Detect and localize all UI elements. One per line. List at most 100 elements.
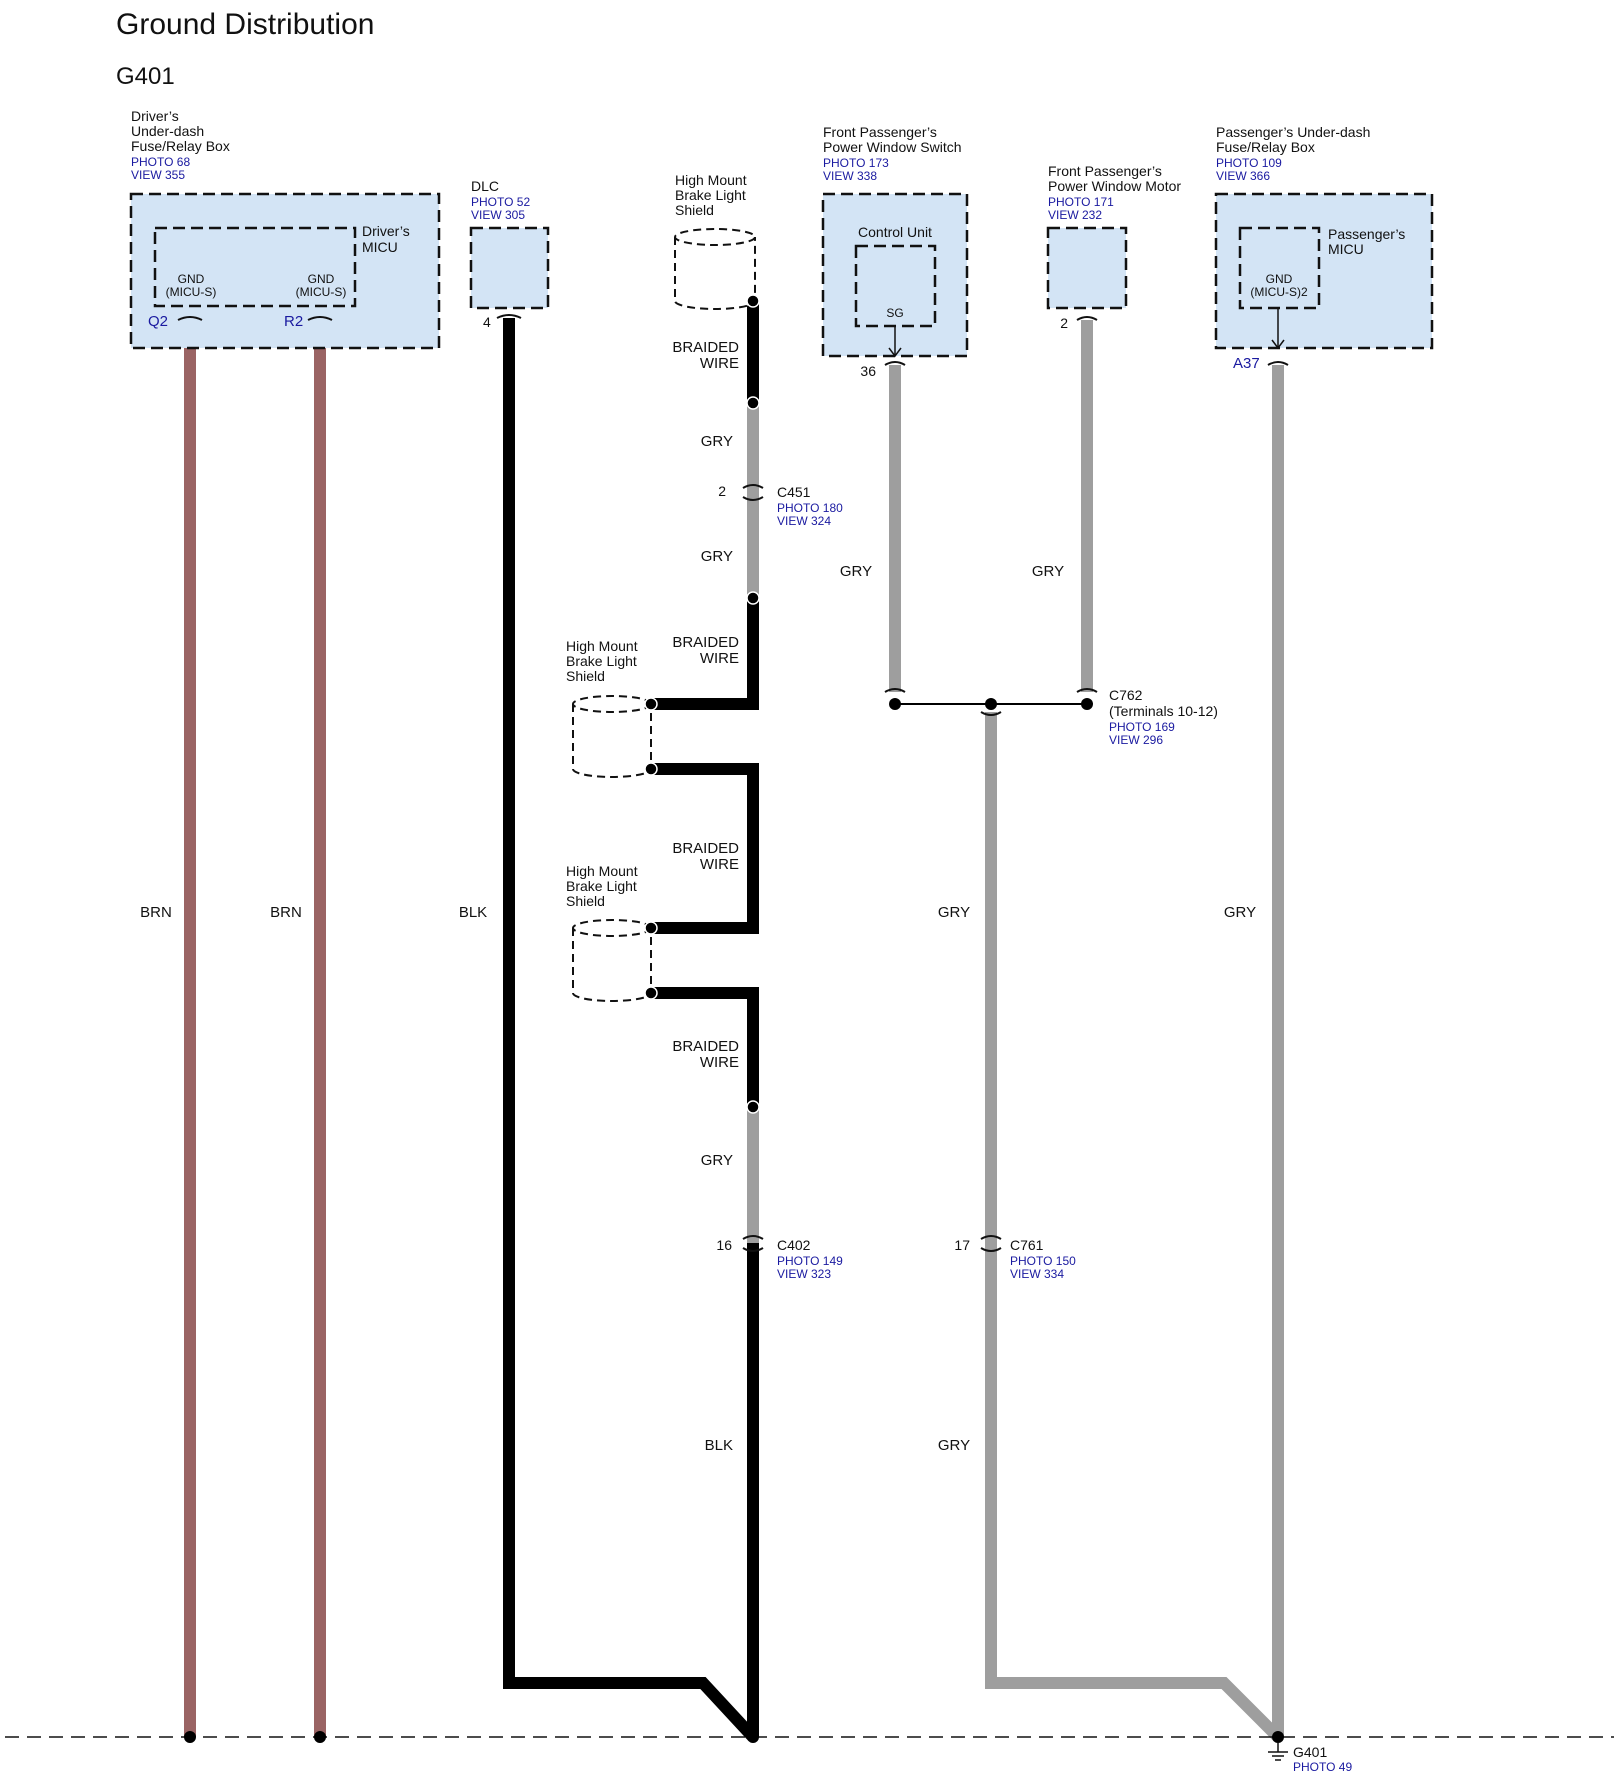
shield2-label-2: Brake Light [566,653,637,669]
terminal-q2 [177,316,203,321]
passenger-micu[interactable] [1238,226,1321,310]
pass-box-photo-link[interactable]: PHOTO 109 [1216,156,1282,170]
pass-box-label-2: Fuse/Relay Box [1216,139,1315,155]
pin-motor-2: 2 [1060,315,1068,331]
pass-micu-label-2: MICU [1328,241,1364,257]
driver-fuse-relay-box[interactable] [129,192,441,350]
label-gry-motor: GRY [1032,563,1064,580]
shield3-cylinder [572,919,652,1002]
sg-arrow-head [888,347,902,358]
pin-q2: Q2 [148,313,168,330]
fp-switch-label-1: Front Passenger’s [823,124,937,140]
ground-symbol-icon [1268,1743,1288,1761]
c762-view-link[interactable]: VIEW 296 [1109,733,1163,747]
ground-splice-dot [747,1731,759,1743]
splice-dot [644,986,658,1000]
shield1-label-3: Shield [675,202,714,218]
passenger-fuse-relay-box[interactable] [1214,192,1434,350]
driver-box-photo-link[interactable]: PHOTO 68 [131,155,190,169]
dlc-view-link[interactable]: VIEW 305 [471,208,525,222]
shield1-label-2: Brake Light [675,187,746,203]
gnd-r2-label-2: (MICU-S) [296,285,347,299]
ground-subtitle: G401 [116,63,175,90]
c762-photo-link[interactable]: PHOTO 169 [1109,720,1175,734]
shield3-label-1: High Mount [566,863,638,879]
shield1-label-1: High Mount [675,172,747,188]
terminal-motor [1076,316,1098,321]
c451-label: C451 [777,484,811,500]
label-braided4-b: WIRE [700,1054,739,1071]
fp-motor-label-2: Power Window Motor [1048,178,1181,194]
label-brn-r2: BRN [270,904,302,921]
c451-view-link[interactable]: VIEW 324 [777,514,831,528]
shield2-label-1: High Mount [566,638,638,654]
terminal-a37 [1267,361,1289,366]
driver-box-label-1: Driver’s [131,108,179,124]
pin-switch-36: 36 [860,363,876,379]
shield2-label-3: Shield [566,668,605,684]
fp-motor-photo-link[interactable]: PHOTO 171 [1048,195,1114,209]
driver-box-view-link[interactable]: VIEW 355 [131,168,185,182]
connector-c451[interactable] [742,484,764,501]
c761-photo-link[interactable]: PHOTO 150 [1010,1254,1076,1268]
wire-gry-c761 [985,712,1283,1742]
fp-switch-photo-link[interactable]: PHOTO 173 [823,156,889,170]
gnd-a37-label-1: GND [1266,272,1293,286]
dlc-box[interactable] [469,226,550,310]
connector-c402[interactable] [742,1235,764,1252]
c451-photo-link[interactable]: PHOTO 180 [777,501,843,515]
driver-micu-label-1: Driver’s [362,223,410,239]
terminal-r2 [307,316,333,321]
label-gry-bottom: GRY [701,1152,733,1169]
splice-dot [746,294,760,308]
connector-c761[interactable] [980,1235,1002,1252]
label-gry-switch: GRY [840,563,872,580]
splice-dot [1081,698,1093,710]
c402-photo-link[interactable]: PHOTO 149 [777,1254,843,1268]
page-title: Ground Distribution [116,8,374,41]
ground-splice-dot [314,1731,326,1743]
driver-micu[interactable] [153,226,357,308]
fp-motor-view-link[interactable]: VIEW 232 [1048,208,1102,222]
sg-label: SG [886,306,903,320]
fp-power-window-motor[interactable] [1046,226,1128,310]
shield3-label-2: Brake Light [566,878,637,894]
fp-switch-view-link[interactable]: VIEW 338 [823,169,877,183]
g401-photo-link[interactable]: PHOTO 49 [1293,1760,1352,1774]
driver-box-label-2: Under-dash [131,123,204,139]
driver-micu-label-2: MICU [362,239,398,255]
g401-label: G401 [1293,1744,1327,1760]
pass-micu-label-1: Passenger’s [1328,226,1405,242]
label-braided2-a: BRAIDED [672,634,739,651]
splice-dot [644,921,658,935]
pin-c451-2: 2 [718,483,726,499]
label-braided1-b: WIRE [700,355,739,372]
label-blk-bottom: BLK [705,1437,733,1454]
ground-splice-dot [1272,1731,1284,1743]
connector-c762[interactable] [884,688,1098,716]
pass-box-view-link[interactable]: VIEW 366 [1216,169,1270,183]
pin-dlc-4: 4 [483,314,491,330]
pin-c402-16: 16 [716,1237,732,1253]
wire-blk-dlc [503,318,758,1742]
pin-c761-17: 17 [954,1237,970,1253]
splice-dot [746,591,760,605]
ground-splice-dot [184,1731,196,1743]
label-gry-mid: GRY [938,904,970,921]
label-braided4-a: BRAIDED [672,1038,739,1055]
fp-switch-label-2: Power Window Switch [823,139,962,155]
dlc-photo-link[interactable]: PHOTO 52 [471,195,530,209]
label-braided3-b: WIRE [700,856,739,873]
terminal-dlc [496,314,522,319]
c402-view-link[interactable]: VIEW 323 [777,1267,831,1281]
fp-motor-label-1: Front Passenger’s [1048,163,1162,179]
c762-label: C762 [1109,687,1143,703]
dlc-label: DLC [471,178,499,194]
gnd-q2-label-2: (MICU-S) [166,285,217,299]
label-brn-q2: BRN [140,904,172,921]
label-gry-top2: GRY [701,548,733,565]
c761-view-link[interactable]: VIEW 334 [1010,1267,1064,1281]
label-gry-passenger: GRY [1224,904,1256,921]
shield3-label-3: Shield [566,893,605,909]
